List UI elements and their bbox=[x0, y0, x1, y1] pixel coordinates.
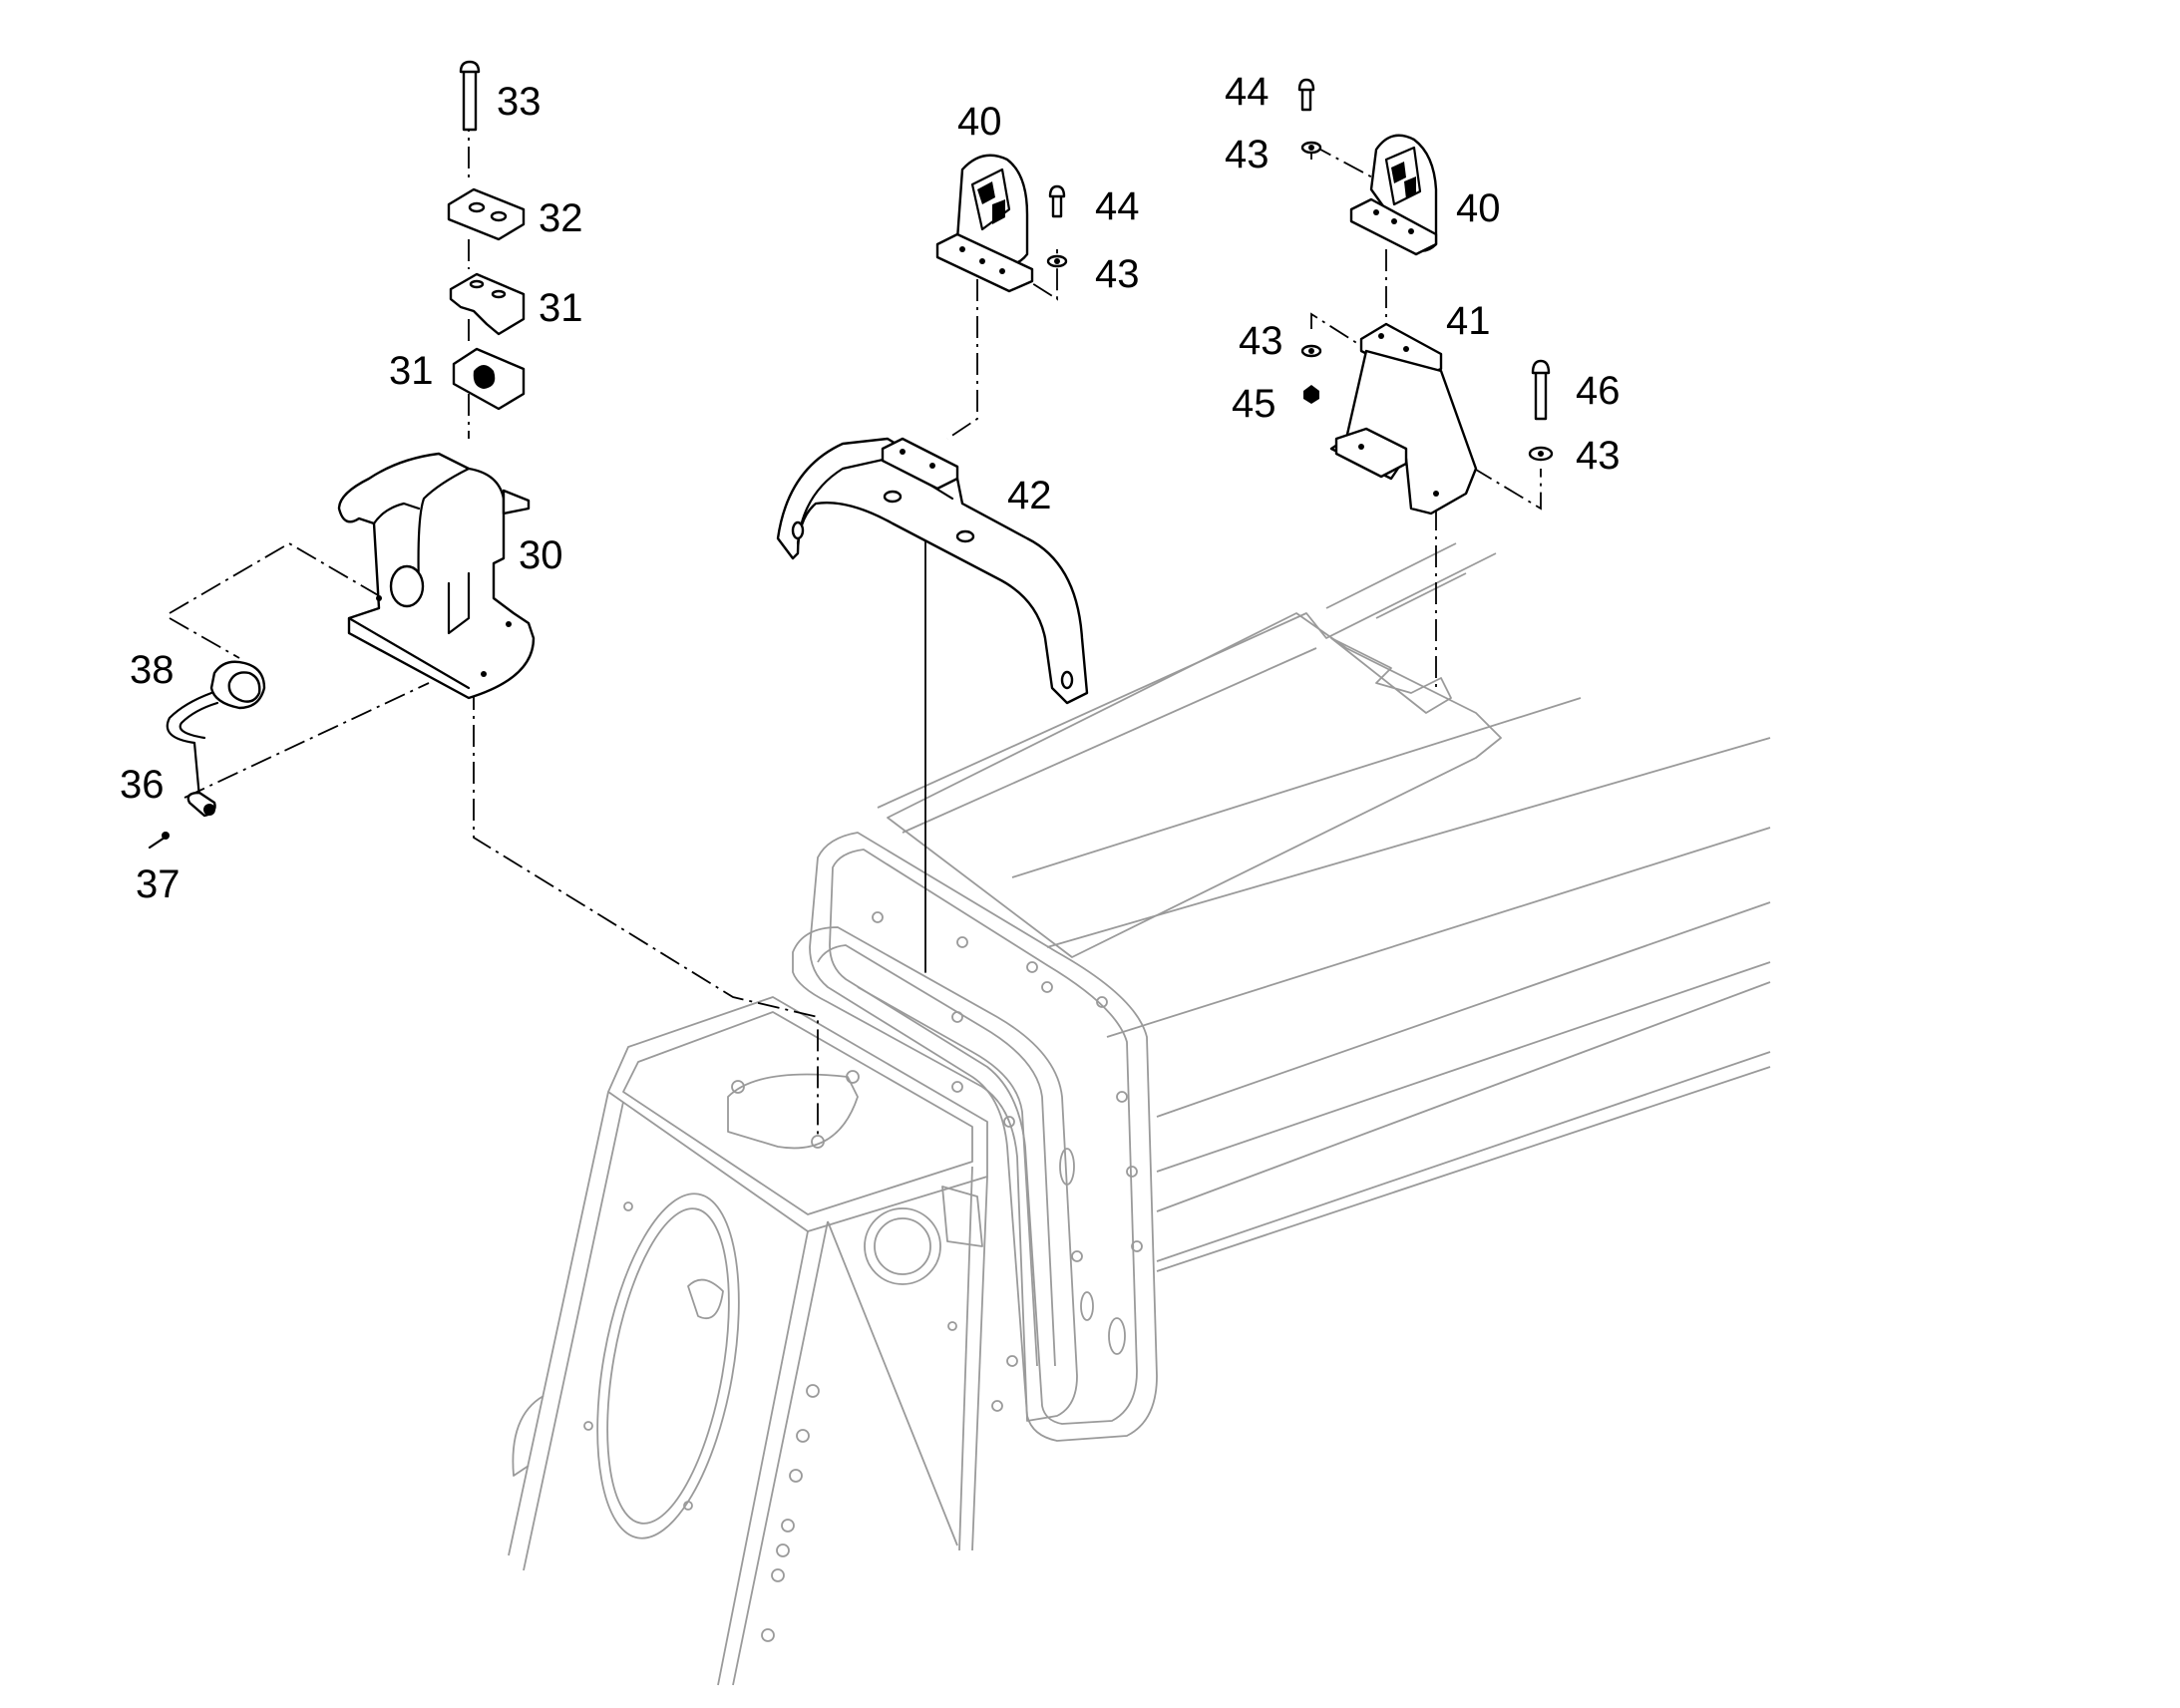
part-36-clip bbox=[186, 791, 216, 818]
callout-43-top-right: 43 bbox=[1225, 133, 1270, 176]
part-40-bracket-left bbox=[935, 154, 1034, 293]
callout-45: 45 bbox=[1232, 382, 1276, 426]
callout-labels: 33 32 31 31 30 38 36 37 40 44 43 42 44 4… bbox=[120, 70, 1621, 906]
callout-37: 37 bbox=[136, 862, 181, 906]
part-44-screw-right bbox=[1297, 78, 1315, 112]
part-32-clamp-plate bbox=[447, 187, 526, 241]
part-43-washer-bottom-right bbox=[1528, 446, 1554, 462]
part-31-clamp-lower bbox=[452, 347, 526, 411]
callout-40-right: 40 bbox=[1456, 186, 1501, 230]
callout-31-lower: 31 bbox=[389, 349, 434, 393]
part-43-washer-top-right bbox=[1300, 141, 1322, 155]
part-31-clamp-upper bbox=[449, 272, 526, 336]
callout-43-left: 43 bbox=[1095, 252, 1140, 296]
callout-31-upper: 31 bbox=[539, 286, 583, 330]
part-45-nut bbox=[1303, 385, 1319, 404]
part-46-bolt bbox=[1531, 359, 1551, 421]
callout-36: 36 bbox=[120, 763, 165, 807]
callout-42: 42 bbox=[1007, 474, 1052, 517]
callout-41: 41 bbox=[1446, 299, 1491, 343]
part-38-connector bbox=[166, 660, 266, 800]
callout-30: 30 bbox=[519, 533, 563, 577]
callout-40-left: 40 bbox=[957, 100, 1002, 144]
part-33-bolt bbox=[459, 60, 481, 132]
part-41-bracket bbox=[1329, 322, 1478, 515]
part-44-screw-left bbox=[1048, 184, 1066, 218]
callout-43-mid-right: 43 bbox=[1239, 319, 1283, 363]
callout-33: 33 bbox=[497, 80, 542, 124]
boom-assembly bbox=[508, 542, 1771, 1686]
part-30-housing bbox=[337, 452, 536, 700]
callout-32: 32 bbox=[539, 196, 583, 240]
callout-44-left: 44 bbox=[1095, 184, 1140, 228]
part-42-yoke bbox=[776, 437, 1089, 705]
callout-43-bottom-right: 43 bbox=[1576, 434, 1621, 478]
part-43-washer-mid-right bbox=[1300, 344, 1322, 358]
callout-44-right: 44 bbox=[1225, 70, 1270, 114]
part-37-screw bbox=[148, 832, 170, 850]
callout-46: 46 bbox=[1576, 369, 1621, 413]
callout-38: 38 bbox=[130, 648, 175, 692]
part-43-washer-left bbox=[1046, 254, 1068, 268]
part-40-bracket-right bbox=[1349, 134, 1438, 256]
